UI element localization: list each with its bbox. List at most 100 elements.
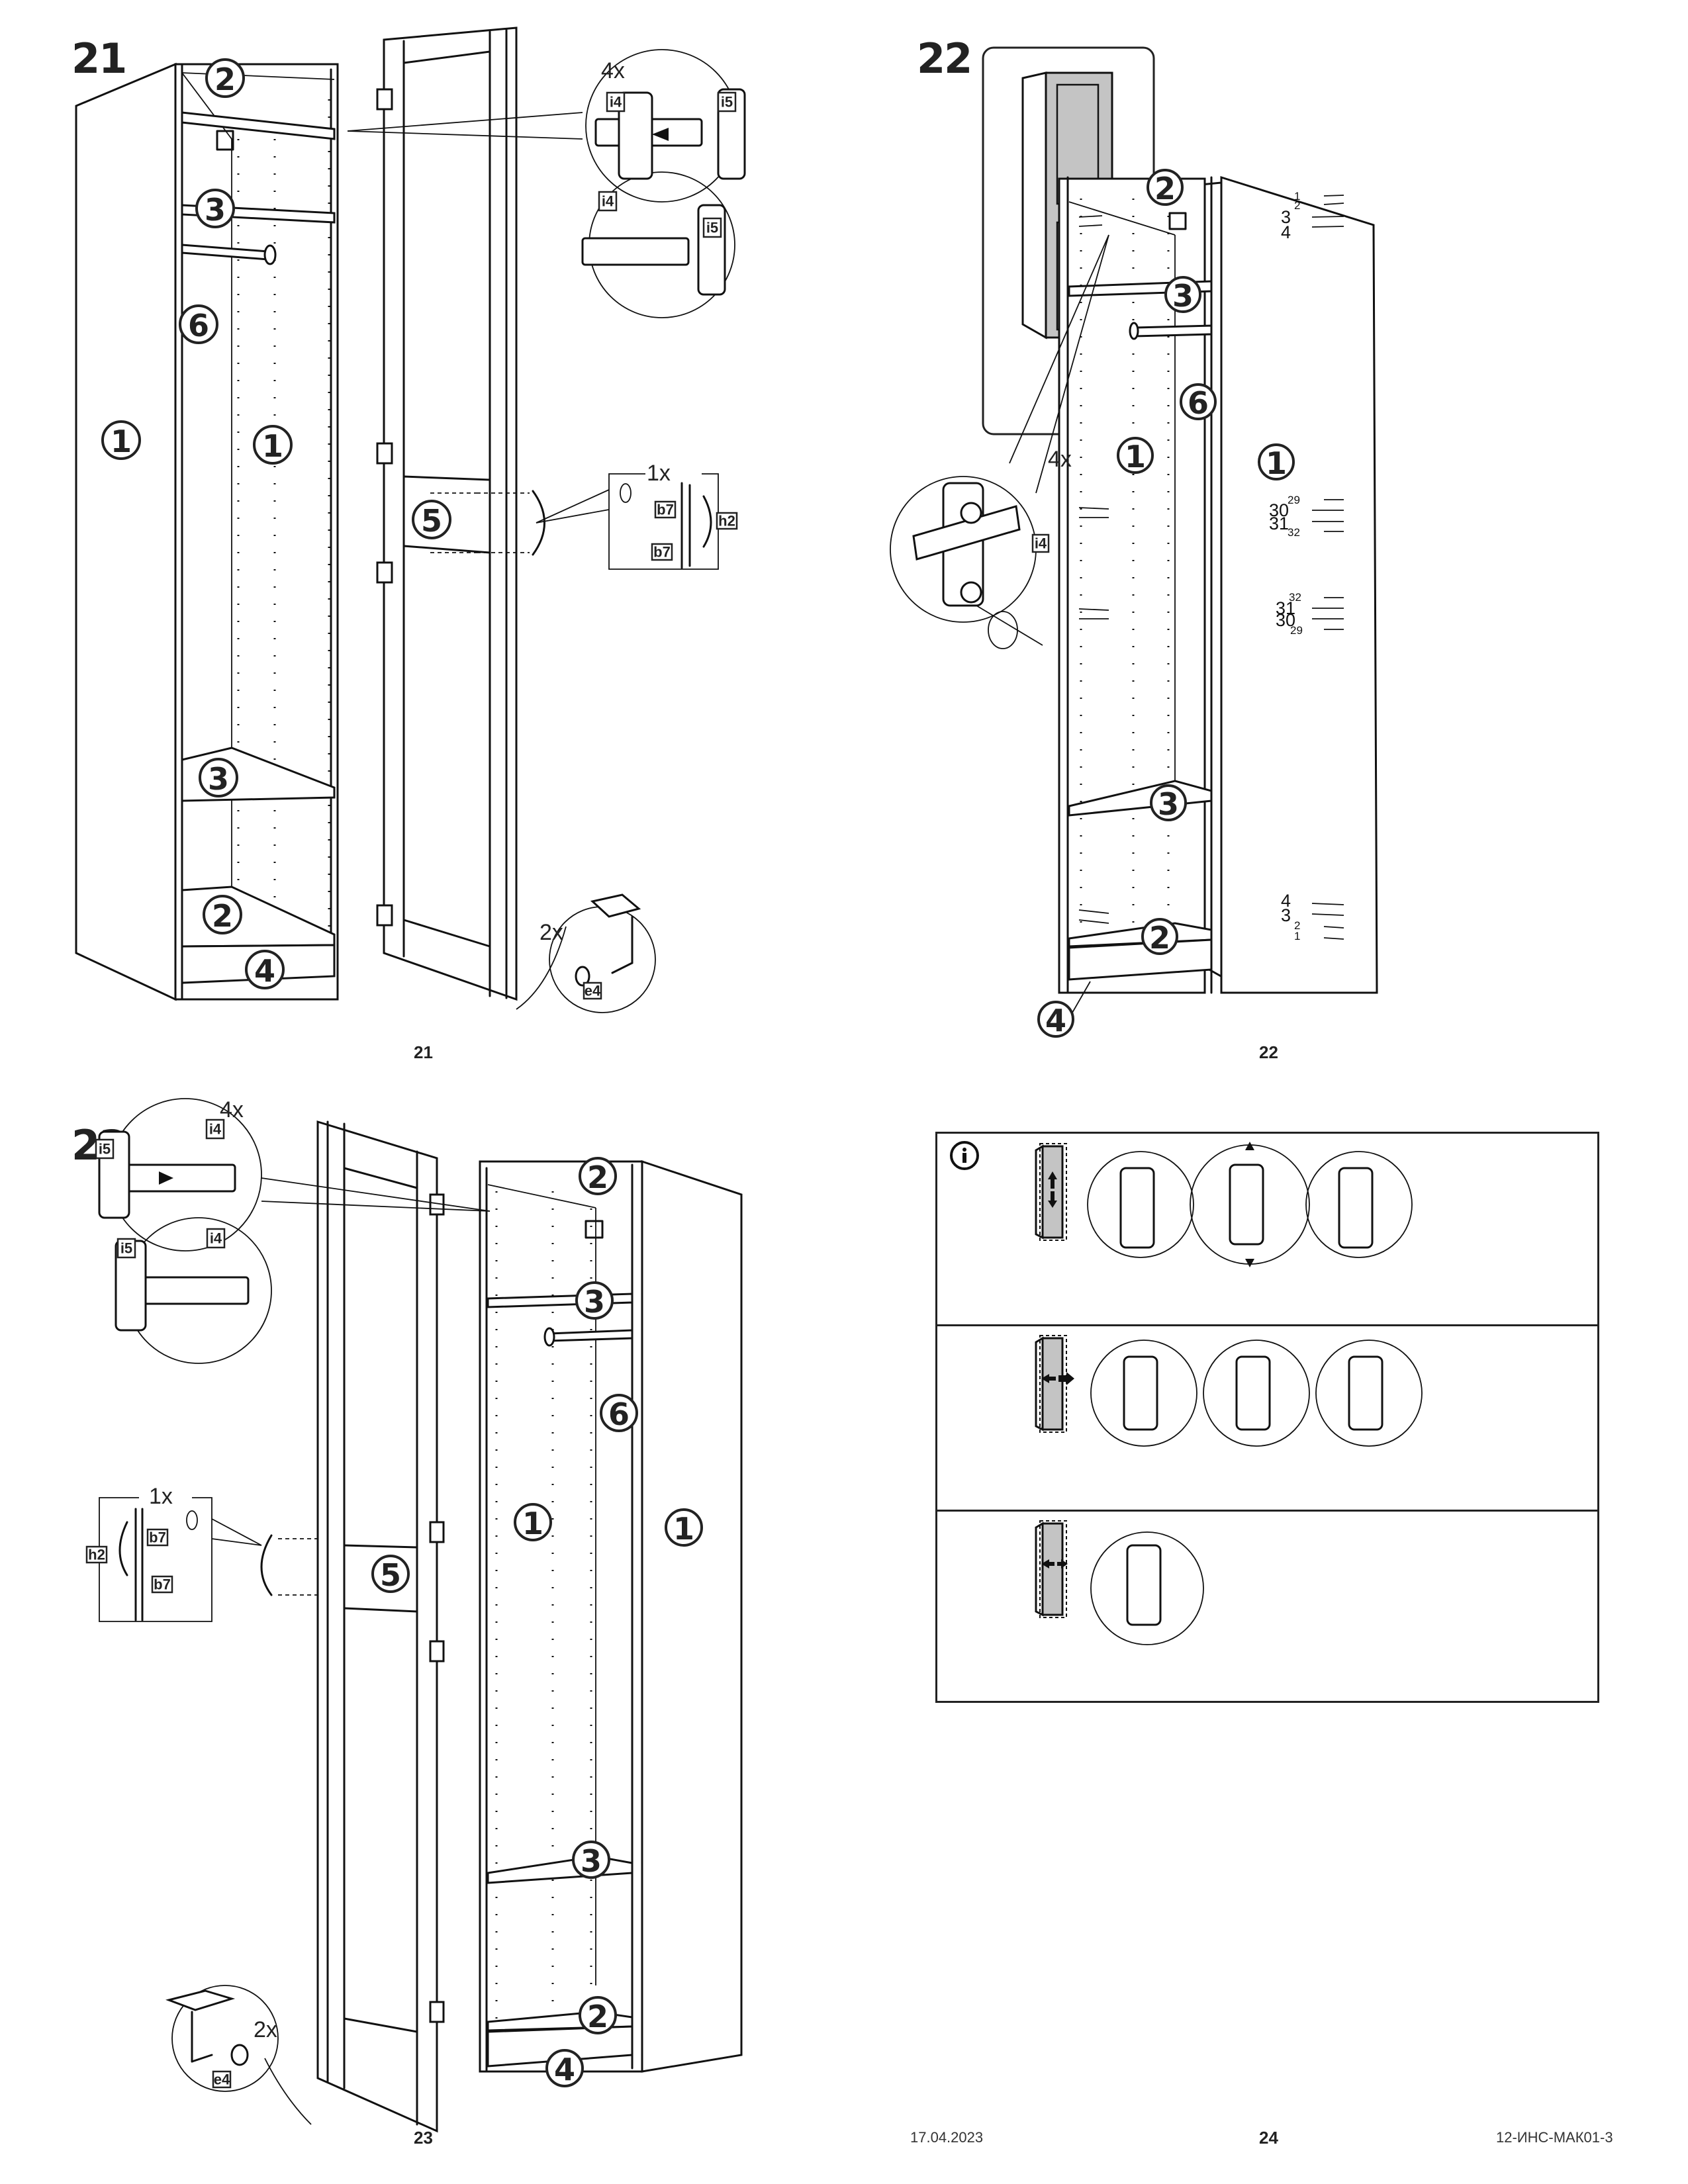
page-number: 23 [414,2128,433,2148]
hole-marker: 2 [1294,199,1300,212]
part-bubble: 3 [575,1281,614,1320]
adjustment-row-vertical [1035,1142,1413,1267]
part-bubble: 2 [579,1996,617,2034]
adjustment-row-lateral [1035,1520,1204,1645]
part-tag: i5 [717,91,737,113]
part-bubble: 4 [1037,1001,1074,1038]
page-number: 24 [1259,2128,1278,2148]
part-tag: i5 [117,1238,136,1259]
hole-marker: 29 [1288,494,1300,506]
step23-illustration [98,1098,743,2133]
part-tag: i4 [606,91,626,113]
hole-marker: 30 [1269,500,1289,520]
part-bubble: 6 [600,1394,638,1432]
part-tag: h2 [716,512,738,530]
svg-text:1: 1 [1266,445,1287,481]
svg-text:4: 4 [554,2052,575,2087]
part-bubble: 1 [101,420,141,460]
hole-marker: 3 [1281,207,1291,227]
svg-text:1: 1 [522,1506,543,1541]
part-tag: i4 [598,191,618,212]
part-bubble: 3 [572,1841,610,1879]
footer-doc-code: 12-ИНС-МАК01-3 [1496,2129,1613,2146]
part-tag: i4 [205,1118,225,1140]
svg-text:2: 2 [212,898,233,934]
cabinet-frame [1058,177,1206,994]
svg-text:2: 2 [214,62,236,97]
part-bubble: 2 [579,1157,617,1195]
svg-text:i5: i5 [706,220,718,236]
svg-text:b7: b7 [657,502,674,518]
adjustment-row-depth [1035,1335,1423,1447]
quantity-label: 2x [254,2017,277,2042]
svg-text:i4: i4 [610,94,622,111]
svg-text:1: 1 [1125,439,1146,475]
part-bubble: 1 [1117,437,1154,475]
part-tag: e4 [212,2070,232,2089]
step-number: 22 [917,34,972,83]
part-bubble: 3 [1150,784,1187,822]
part-bubble: 6 [179,304,218,344]
svg-text:h2: h2 [88,1547,105,1563]
hole-marker: 30 [1276,610,1295,630]
quantity-label: 4x [220,1097,244,1122]
step22-labels: 2 3 6 1 1 3 2 4 4x i4 1 2 3 4 29 30 31 3… [1031,169,1303,1038]
svg-text:i4: i4 [209,1121,222,1138]
svg-text:2: 2 [1149,920,1170,956]
part-bubble: 4 [245,950,285,989]
hole-marker: 1 [1294,190,1300,203]
svg-text:i4: i4 [602,193,614,210]
hole-marker: 31 [1269,514,1289,533]
svg-text:3: 3 [581,1843,602,1879]
svg-text:h2: h2 [718,513,735,529]
quantity-label: 2x [539,920,563,945]
part-tag: i5 [95,1138,115,1160]
svg-text:b7: b7 [149,1529,166,1546]
quantity-label: 1x [647,461,671,486]
part-bubble: 3 [195,189,235,228]
hole-marker: 29 [1290,624,1303,637]
hole-marker: 2 [1294,919,1300,932]
part-bubble: 5 [371,1555,410,1593]
svg-text:4: 4 [1045,1003,1066,1038]
part-bubble: 6 [1180,383,1217,421]
part-bubble: 3 [199,758,238,797]
step23-labels: 2 3 6 1 1 5 3 2 4 4x i5 i4 i5 i4 1x h2 b… [85,1097,703,2089]
part-tag: b7 [151,1575,173,1594]
svg-text:2: 2 [587,1160,608,1195]
info-icon [950,1141,979,1170]
step22-illustration [890,46,1378,994]
part-bubble: 1 [665,1508,703,1547]
svg-text:3: 3 [1172,278,1194,314]
part-bubble: 5 [412,500,451,539]
part-tag: b7 [654,500,677,519]
step21-illustration [75,26,746,1013]
cabinet-frame [479,1160,643,2073]
part-bubble: 1 [1258,443,1295,481]
svg-text:6: 6 [608,1396,630,1432]
quantity-label: 1x [149,1484,173,1509]
svg-text:i5: i5 [99,1141,111,1158]
step21-part-labels: 2 3 6 1 1 3 2 4 5 4x i4 i5 i4 i5 1x b7 b… [101,58,738,1000]
svg-text:e4: e4 [214,2071,230,2088]
part-tag: e4 [583,981,602,1000]
part-tag: h2 [85,1545,108,1564]
footer-date: 17.04.2023 [910,2129,984,2146]
part-bubble: 2 [1147,169,1184,206]
svg-text:6: 6 [1188,385,1209,421]
side-panel-right [641,1160,743,2073]
hole-marker: 32 [1289,591,1301,604]
info-panel-illustration [950,1141,1423,1645]
part-bubble: 2 [203,895,242,934]
svg-text:1: 1 [673,1511,694,1547]
svg-text:b7: b7 [653,544,671,561]
svg-text:5: 5 [421,503,442,539]
svg-text:3: 3 [1158,786,1179,822]
part-bubble: 4 [545,2049,584,2087]
svg-text:2: 2 [587,1999,608,2034]
svg-text:i4: i4 [210,1230,222,1247]
svg-text:1: 1 [262,428,283,464]
hole-marker: 1 [1294,930,1300,942]
quantity-label: 4x [601,58,625,83]
part-tag: i5 [702,217,722,238]
